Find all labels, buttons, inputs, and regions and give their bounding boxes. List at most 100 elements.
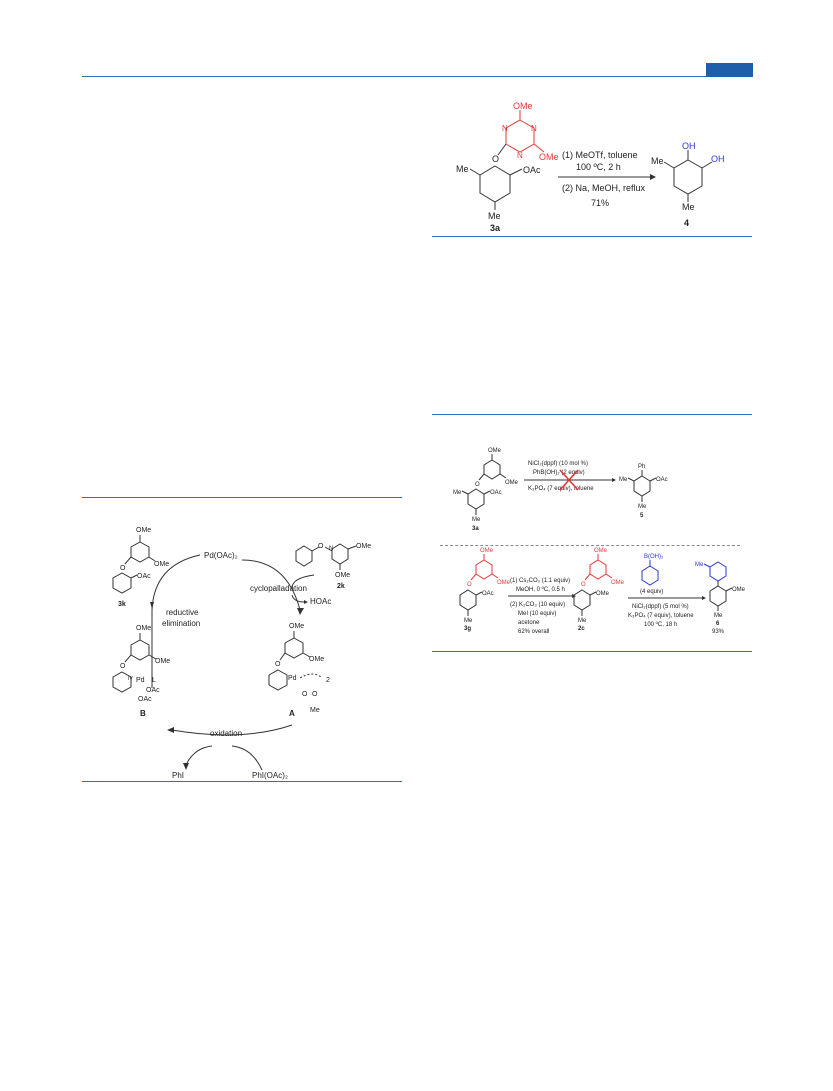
compound-4-label: 4	[684, 218, 689, 228]
scheme-top-right: OMe OMe N N N O OAc Me Me 3a (1) MeOTf, …	[456, 101, 725, 233]
o-label: O	[302, 691, 308, 698]
pd-label: Pd	[136, 677, 145, 684]
compound-3a-label: 3a	[472, 526, 479, 532]
ome-label: OMe	[335, 572, 350, 579]
ome-label: OMe	[289, 623, 304, 630]
oac-label: OAc	[656, 477, 668, 483]
intermediate-B-label: B	[140, 709, 146, 718]
oac-label: OAc	[138, 696, 152, 703]
scheme-mid-right: OMe OMe O OAc Me Me 3a NiCl₂(dppf) (10 m…	[453, 448, 746, 635]
compound-3k-label: 3k	[118, 601, 126, 608]
o-label: O	[275, 661, 281, 668]
me-label: Me	[695, 562, 704, 568]
n-label: N	[329, 546, 333, 552]
o-label: O	[475, 482, 480, 488]
yield-text: 71%	[591, 198, 609, 208]
ome-label: OMe	[154, 561, 169, 568]
me-label: Me	[638, 504, 647, 510]
header-tab-marker	[706, 63, 753, 77]
me-label: Me	[682, 202, 695, 212]
step1-line-4: MeI (10 equiv)	[518, 611, 556, 617]
me-label: Me	[453, 490, 462, 496]
pd-label: Pd	[288, 675, 297, 682]
step1-line-5: acetone	[518, 620, 540, 626]
oac-label: OAc	[146, 687, 160, 694]
cross-mark	[559, 469, 579, 491]
product-yield: 93%	[712, 629, 725, 635]
step2-line-3: 100 ºC, 18 h	[644, 621, 677, 628]
phi-label: PhI	[172, 771, 184, 780]
ome-label: OMe	[356, 543, 371, 550]
ome-top-label: OMe	[513, 101, 533, 111]
me-label: Me	[714, 613, 723, 619]
oh-label: OH	[682, 141, 696, 151]
ligand-label: L	[152, 677, 156, 684]
scheme-rule	[432, 651, 752, 652]
ph-label: Ph	[638, 464, 645, 470]
me-label: Me	[619, 477, 628, 483]
o-label: O	[467, 582, 472, 588]
oac-label: OAc	[523, 165, 541, 175]
compound-3g-label: 3g	[464, 626, 471, 632]
n-label: N	[502, 124, 508, 133]
oac-label: OAc	[137, 573, 151, 580]
o-label: O	[120, 663, 126, 670]
scheme-rule	[82, 781, 402, 782]
step1-line-6: 62% overall	[518, 629, 549, 635]
reagent-equiv: (4 equiv)	[640, 589, 663, 595]
step1-line-1: (1) Cs₂CO₃ (1.1 equiv)	[510, 578, 570, 584]
phi-oac2-label: PhI(OAc)₂	[252, 771, 288, 780]
me-label: Me	[488, 211, 501, 221]
condition-line-1: (1) MeOTf, toluene	[562, 150, 638, 160]
row1-condition-1: NiCl₂(dppf) (10 mol %)	[528, 461, 588, 467]
compound-2k-label: 2k	[337, 583, 345, 590]
ome-label: OMe	[596, 591, 610, 597]
step1-line-3: (2) K₂CO₃ (10 equiv)	[510, 602, 565, 608]
intermediate-A-label: A	[289, 709, 295, 718]
ome-label: OMe	[497, 580, 511, 586]
n-label: N	[531, 124, 537, 133]
ome-label: OMe	[136, 625, 151, 632]
me-label: Me	[310, 707, 320, 714]
n-label: N	[517, 151, 523, 160]
step2-line-1: NiCl₂(dppf) (5 mol %)	[632, 604, 689, 610]
oxidation-label: oxidation	[210, 729, 242, 738]
compound-2c-label: 2c	[578, 626, 585, 632]
me-label: Me	[456, 164, 469, 174]
me-label: Me	[651, 156, 664, 166]
ome-label: OMe	[505, 480, 519, 486]
scheme-divider	[440, 545, 740, 546]
o-label: O	[318, 543, 324, 550]
oh-label: OH	[711, 154, 725, 164]
condition-line-2: 100 ºC, 2 h	[576, 162, 621, 172]
o-label: O	[120, 565, 126, 572]
step1-line-2: MeOH, 0 ºC, 0.5 h	[516, 586, 565, 593]
scheme-rule	[432, 414, 752, 415]
reductive-label: reductive	[166, 608, 199, 617]
ome-label: OMe	[155, 658, 170, 665]
boronic-acid-label: B(OH)₂	[644, 554, 664, 560]
o-label: O	[581, 582, 586, 588]
oac-label: OAc	[482, 591, 494, 597]
ome-label: OMe	[732, 587, 746, 593]
ome-label: OMe	[594, 548, 608, 554]
two-label: 2	[326, 677, 330, 684]
condition-line-3: (2) Na, MeOH, reflux	[562, 183, 646, 193]
ome-right-label: OMe	[539, 152, 559, 162]
compound-6-label: 6	[716, 621, 720, 627]
me-label: Me	[464, 618, 473, 624]
cyclopalladation-label: cyclopalladation	[250, 584, 307, 593]
ome-label: OMe	[136, 527, 151, 534]
ome-label: OMe	[480, 548, 494, 554]
ome-label: OMe	[309, 656, 324, 663]
ome-label: OMe	[488, 448, 502, 454]
compound-5-label: 5	[640, 513, 644, 519]
header-rule	[82, 76, 753, 77]
me-label: Me	[578, 618, 587, 624]
oac-label: OAc	[490, 490, 502, 496]
row1-condition-2: PhB(OH)₂ (2 equiv)	[533, 470, 585, 476]
compound-3a-label: 3a	[490, 223, 501, 233]
scheme-rule	[82, 497, 402, 498]
step2-line-2: K₃PO₄ (7 equiv), toluene	[628, 613, 694, 619]
catalytic-cycle-scheme: OMe OMe O OAc 3k Pd(OAc)₂ cyclopalladati…	[112, 527, 371, 780]
